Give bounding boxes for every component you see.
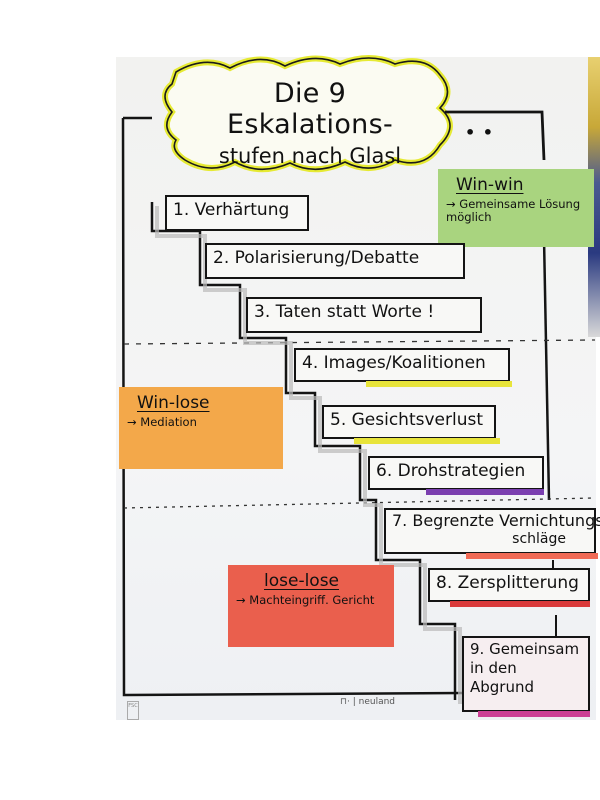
zone-description: → Machteingriff. Gericht [236, 593, 375, 607]
stage-highlight [466, 553, 598, 559]
stage-6: 6. Drohstrategien [368, 456, 544, 495]
zone-description: → Gemeinsame Lösung möglich [446, 197, 581, 224]
stage-label: 4. Images/Koalitionen [302, 353, 486, 373]
brand-logo: ⊓· | neuland [340, 697, 396, 707]
stage-highlight [426, 489, 544, 495]
stage-2: 2. Polarisierung/Debatte [205, 243, 465, 279]
separator-win-win [123, 339, 596, 345]
stage-5: 5. Gesichtsverlust [322, 405, 500, 444]
zone-note-win-lose: Win-lose → Mediation [119, 387, 283, 469]
stage-3: 3. Taten statt Worte ! [246, 297, 482, 333]
stage-highlight [366, 381, 512, 387]
stage-7: 7. Begrenzte Vernichtungs schläge [384, 508, 600, 559]
stage-label: 2. Polarisierung/Debatte [213, 248, 420, 268]
background-edge [588, 57, 600, 337]
title-line-2: stufen nach Glasl [218, 144, 402, 168]
stage-label-continued: schläge [512, 531, 566, 547]
stage-4: 4. Images/Koalitionen [294, 348, 512, 387]
stage-label: 3. Taten statt Worte ! [254, 302, 435, 322]
stage-label: 5. Gesichtsverlust [330, 410, 484, 430]
zone-note-lose-lose: lose-lose → Machteingriff. Gericht [228, 565, 394, 647]
stage-highlight [478, 711, 590, 717]
fsc-label: FSC [127, 701, 139, 720]
title-line-1: Die 9 Eskalations- [226, 78, 393, 140]
stage-highlight [354, 438, 500, 444]
zone-description: → Mediation [127, 415, 197, 429]
stage-label: 9. Gemeinsam in den Abgrund [470, 640, 580, 696]
stage-label: 6. Drohstrategien [376, 461, 526, 481]
stage-9: 9. Gemeinsam in den Abgrund [462, 636, 590, 717]
stage-label: 1. Verhärtung [173, 200, 290, 220]
stage-8: 8. Zersplitterung [428, 568, 590, 607]
stage-label: 8. Zersplitterung [436, 573, 579, 593]
chart-title: Die 9 Eskalations- stufen nach Glasl [190, 78, 430, 168]
staircase-line [150, 202, 457, 700]
stage-highlight [450, 601, 590, 607]
decorative-dots: • • [465, 123, 495, 142]
stage-label: 7. Begrenzte Vernichtungs [392, 511, 600, 530]
outer-frame-left [121, 117, 463, 697]
outer-frame-top-right [445, 110, 546, 161]
zone-heading: Win-win [456, 175, 524, 195]
stage-1: 1. Verhärtung [165, 195, 309, 231]
zone-note-win-win: Win-win → Gemeinsame Lösung möglich [438, 169, 594, 247]
zone-heading: lose-lose [264, 571, 340, 591]
outer-frame-right [542, 237, 551, 501]
separator-win-lose [123, 497, 596, 509]
zone-heading: Win-lose [137, 393, 210, 413]
